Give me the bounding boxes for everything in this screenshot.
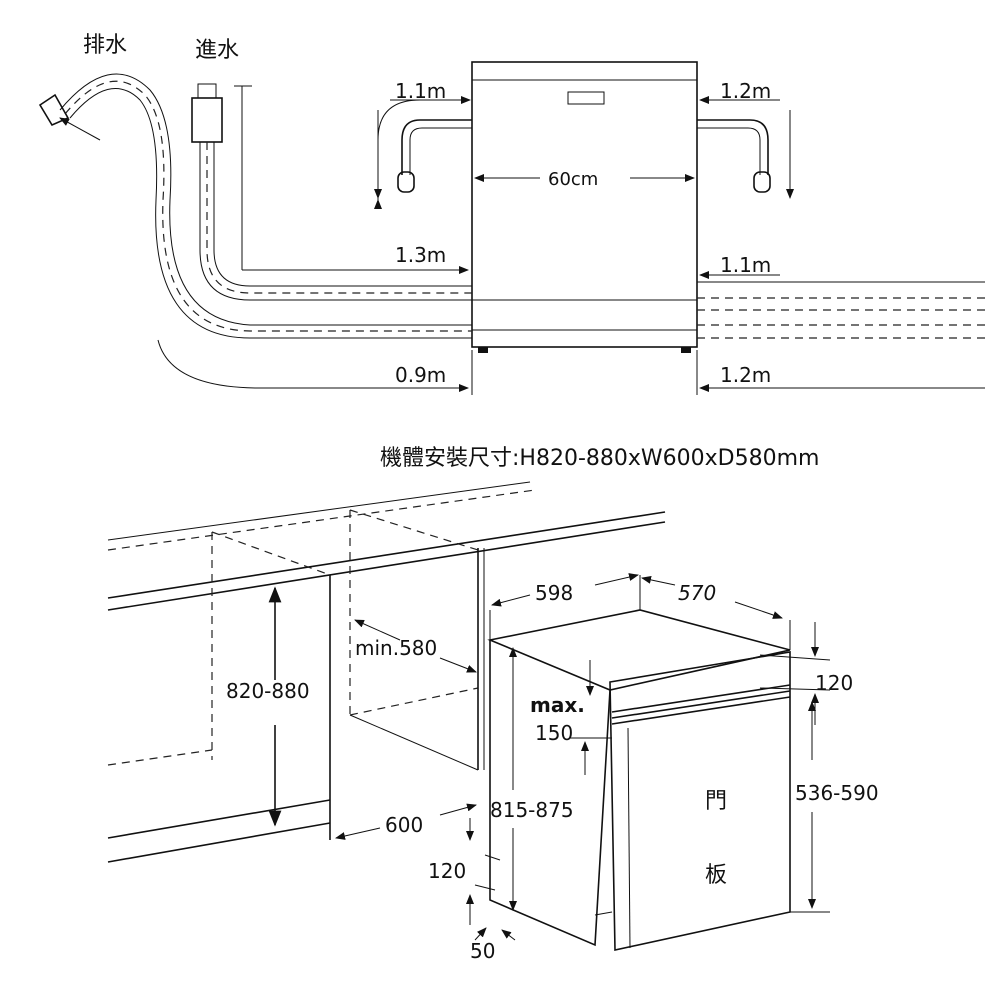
right-inlet-length: 1.1m: [720, 253, 771, 277]
door-char-2: 板: [705, 863, 727, 888]
niche-width-label: 600: [385, 813, 423, 837]
unit-top: [487, 609, 791, 691]
width-label: 60cm: [548, 169, 598, 190]
top-diagram: 1.1m 1.2m 60cm 1.3m 0.9m 1.1m: [38, 33, 985, 395]
top-panel-label: 120: [815, 671, 853, 695]
door-height-label: 536-590: [795, 781, 879, 805]
niche-height-label: 820-880: [226, 679, 310, 703]
max-value-label: 150: [535, 721, 573, 745]
plinth-height-label: 120: [428, 859, 466, 883]
right-drain-length: 1.2m: [720, 363, 771, 387]
plug-right-icon: [753, 171, 771, 193]
inlet-valve-icon: [191, 97, 223, 143]
inlet-hose: [199, 142, 472, 301]
dishwasher-front: [471, 61, 698, 348]
drain-label: 排水: [83, 33, 127, 58]
installation-dimensions-caption: 機體安裝尺寸:H820-880xW600xD580mm: [380, 446, 819, 471]
min-depth-label: min.580: [355, 636, 437, 660]
unit-height-label: 815-875: [490, 798, 574, 822]
control-panel: [567, 91, 605, 105]
left-inlet-length: 1.3m: [395, 243, 446, 267]
door-panel: [609, 651, 791, 951]
bottom-diagram: 820-880 min.580 600 門 板 598 570: [107, 481, 879, 963]
unit-width-label: 598: [535, 581, 573, 605]
door-char-1: 門: [705, 789, 727, 814]
plug-left-icon: [397, 171, 415, 193]
unit-side: [489, 640, 611, 947]
right-power-length: 1.2m: [720, 79, 771, 103]
max-label: max.: [530, 693, 585, 717]
left-drain-length: 0.9m: [395, 363, 446, 387]
plinth-depth-label: 50: [470, 939, 495, 963]
power-cord-left: [401, 119, 472, 175]
unit-depth-label: 570: [678, 581, 716, 605]
power-cord-right: [697, 119, 769, 175]
left-power-length: 1.1m: [395, 79, 446, 103]
inlet-label: 進水: [195, 38, 239, 63]
drain-hose: [59, 73, 472, 326]
